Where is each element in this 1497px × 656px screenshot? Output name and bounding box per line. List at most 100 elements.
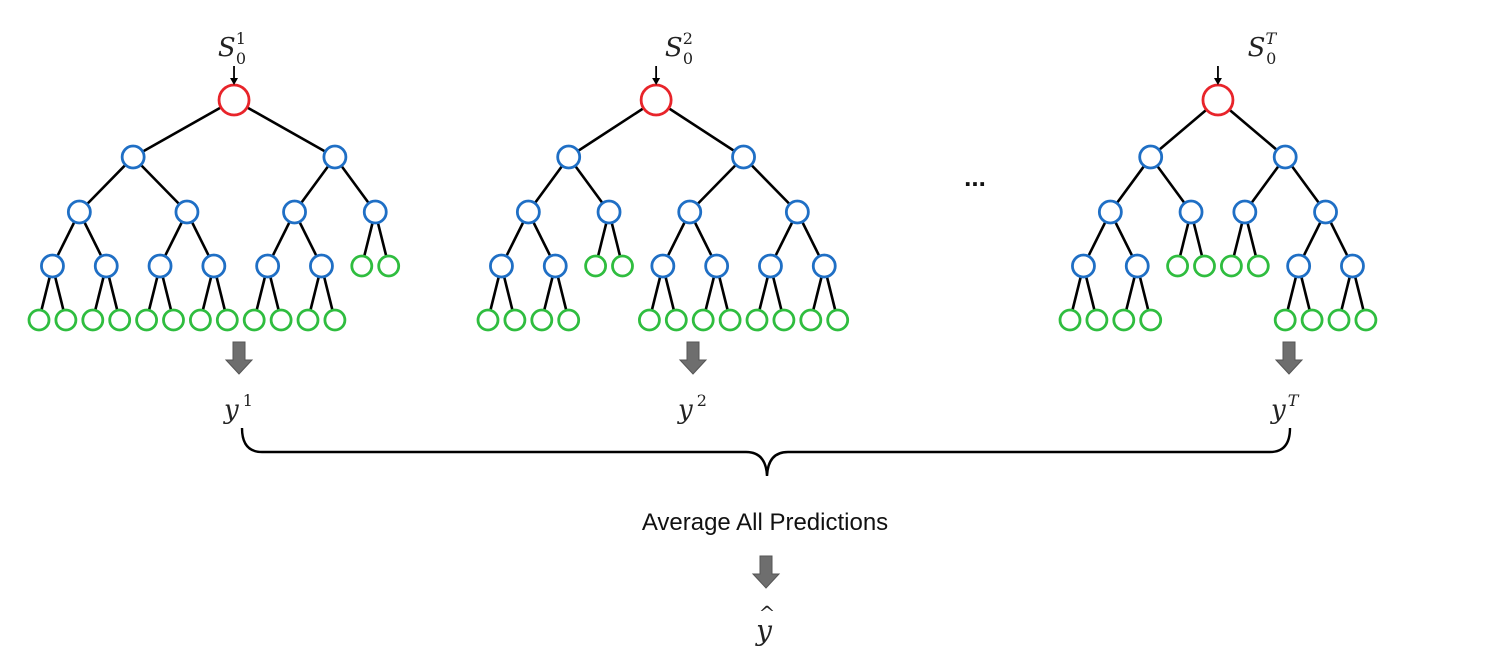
tree-1-leaf-node [323,308,347,332]
tree-3-internal-node [1138,144,1164,170]
tree-2-edge [742,156,799,213]
nodes-layer [27,83,1378,332]
tree-2-internal-node [704,253,730,279]
tree-2-internal-node [784,199,810,225]
tree-3-internal-node [1232,199,1258,225]
tree-1-internal-node [322,144,348,170]
tree-2-internal-node [650,253,676,279]
aggregation-label: Average All Predictions [642,509,888,536]
tree-3-internal-node [1313,199,1338,225]
tree-2-internal-node [677,199,703,225]
tree-3-leaf-node [1058,308,1082,332]
tree-3-leaf-node [1246,254,1270,278]
tree-1-leaf-node [350,254,374,278]
tree-3-internal-node [1071,253,1096,279]
more-trees-ellipsis: ... [964,162,986,192]
tree-3-leaf-node [1085,308,1109,332]
tree-2-edge [688,156,745,213]
tree-3-internal-node [1286,253,1312,279]
tree-1-internal-node [174,199,200,225]
tree-1-edge [132,98,235,159]
tree-2-leaf-node [826,308,850,332]
tree-2-leaf-node [530,308,554,332]
tree-1-leaf-node [296,308,320,332]
tree-2-internal-node [811,253,837,279]
final-output-arrow [751,555,781,589]
tree-1-internal-node [147,253,173,279]
tree-3-internal-node [1178,199,1204,225]
tree-3-internal-node [1272,144,1298,170]
tree-2-edge [655,98,745,159]
tree-1-leaf-node [108,308,132,332]
grouping-brace [240,427,1292,477]
tree-1-leaf-node [81,308,105,332]
tree-2-root-node [639,83,673,117]
tree-3-leaf-node [1193,254,1216,278]
tree-1-internal-node [93,253,119,279]
tree-3-input-arrow-head [1213,78,1222,85]
tree-2-leaf-node [664,308,688,332]
tree-2-leaf-node [503,308,527,332]
tree-1-leaf-node [242,308,266,332]
tree-1-leaf-node [215,308,239,332]
arrows-layer [224,66,1304,589]
tree-3-leaf-node [1166,254,1189,278]
tree-1-leaf-node [135,308,159,332]
tree-3-leaf-node [1300,308,1324,332]
tree-1-leaf-node [377,254,401,278]
tree-1-edge [78,156,135,213]
tree-1-internal-node [282,199,307,225]
tree-1-leaf-node [162,308,185,332]
tree-2-edge [567,98,657,159]
tree-1-input-arrow-head [230,78,239,85]
tree-2-leaf-node [745,308,769,332]
tree-1-edge [233,98,336,159]
tree-2-leaf-node [718,308,742,332]
tree-2-internal-node [556,144,582,170]
tree-2-internal-node [596,199,622,225]
tree-2-leaf-node [557,308,581,332]
tree-2-leaf-node [584,254,607,278]
tree-3-leaf-node [1112,308,1136,332]
tree-2-internal-node [542,253,568,279]
tree-2-internal-node [731,144,756,170]
tree-1-internal-node [66,199,92,225]
tree-1-leaf-node [27,308,51,332]
final-prediction-hat: ^ [759,601,776,625]
tree-2-leaf-node [799,308,823,332]
tree-2-leaf-node [476,308,500,332]
tree-3-output-arrow [1274,341,1304,375]
final-prediction-label: y [754,614,773,647]
tree-3-leaf-node [1273,308,1297,332]
tree-1-leaf-node [188,308,212,332]
tree-2-input-arrow-head [652,78,661,85]
tree-3-root-node [1201,83,1235,117]
tree-2-internal-node [758,253,783,279]
tree-1-internal-node [120,144,146,170]
tree-1-internal-node [362,199,388,225]
tree-1-internal-node [201,253,227,279]
tree-1-internal-node [40,253,65,279]
tree-1-leaf-node [269,308,293,332]
tree-2-leaf-node [638,308,661,332]
tree-3-internal-node [1097,199,1123,225]
tree-2-internal-node [489,253,514,279]
tree-1-root-node [217,83,251,117]
tree-1-internal-node [255,253,281,279]
tree-2-leaf-node [772,308,796,332]
tree-3-internal-node [1124,253,1150,279]
tree-2-leaf-node [611,254,634,278]
tree-1-edge [132,156,188,213]
tree-3-leaf-node [1139,308,1163,332]
tree-3-leaf-node [1220,254,1243,278]
tree-1-leaf-node [54,308,78,332]
tree-3-leaf-node [1354,308,1378,332]
tree-1-output-arrow [224,341,254,375]
